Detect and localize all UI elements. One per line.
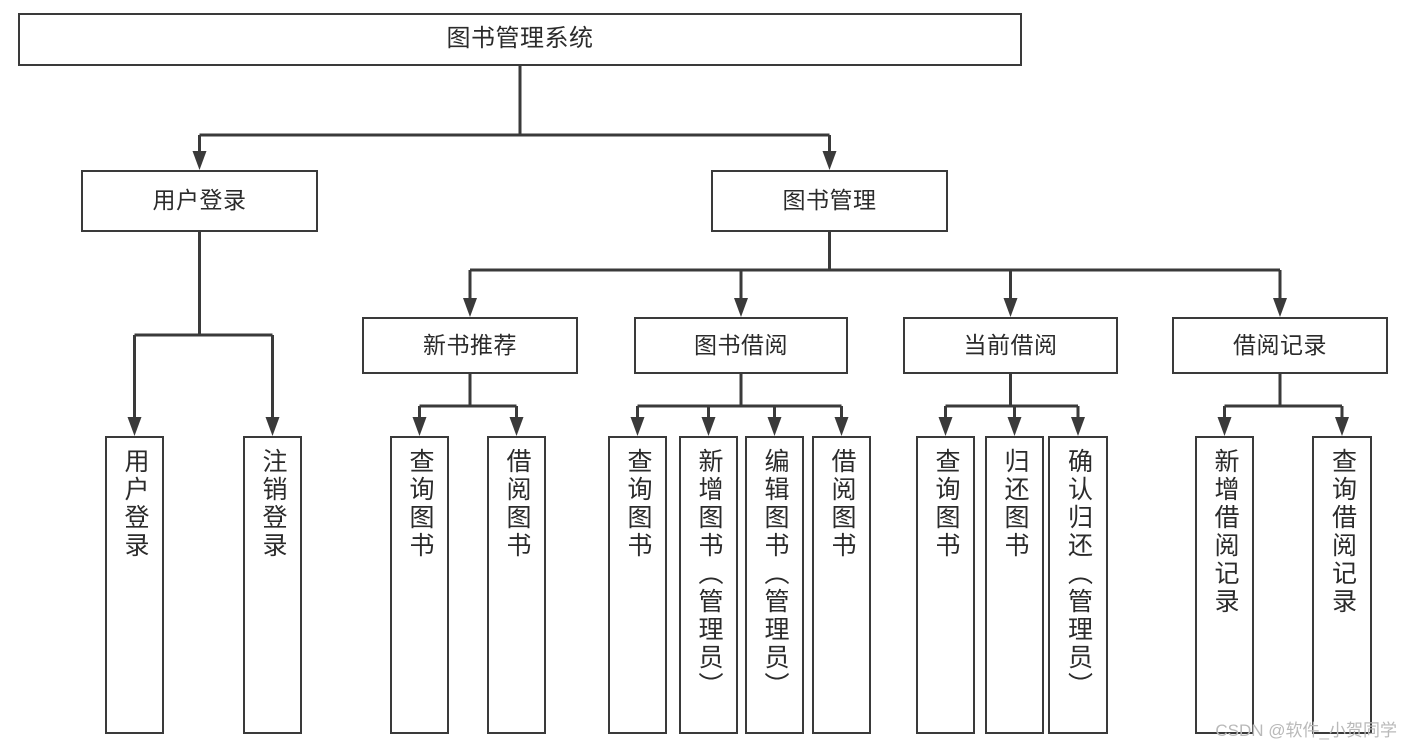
watermark-text: CSDN @软件_小贺同学: [1215, 721, 1397, 740]
node-label: 借阅记录: [1233, 331, 1327, 358]
arrowhead-icon-newbook: [463, 298, 477, 317]
node-label: 用户登录: [121, 448, 149, 560]
node-label: 注销登录: [259, 448, 287, 560]
node-root[interactable]: 图书管理系统: [18, 13, 1022, 66]
node-label: 借阅图书: [828, 448, 856, 560]
node-label: 查询图书: [932, 448, 960, 560]
node-label: 当前借阅: [963, 331, 1058, 358]
arrowhead-icon-l-qbook3: [938, 417, 953, 436]
node-label: 图书管理系统: [446, 25, 594, 53]
node-label: 查询图书: [406, 448, 434, 560]
node-label: 确认归还（管理员）: [1064, 448, 1093, 700]
node-newbook[interactable]: 新书推荐: [362, 317, 578, 374]
node-borrow[interactable]: 图书借阅: [634, 317, 848, 374]
arrowhead-icon-l-bbook2: [834, 417, 849, 436]
node-label: 新书推荐: [423, 331, 517, 358]
node-l-qbook2[interactable]: 查询图书: [608, 436, 667, 734]
node-l-userlogin[interactable]: 用户登录: [105, 436, 164, 734]
arrowhead-icon-current: [1003, 298, 1018, 317]
node-l-bbook1[interactable]: 借阅图书: [487, 436, 546, 734]
node-l-return[interactable]: 归还图书: [985, 436, 1044, 734]
arrowhead-icon-bookmgmt: [822, 151, 837, 170]
node-l-confirm[interactable]: 确认归还（管理员）: [1048, 436, 1108, 734]
node-l-logout[interactable]: 注销登录: [243, 436, 302, 734]
arrowhead-icon-l-addbook: [701, 417, 716, 436]
node-label: 新增图书（管理员）: [695, 448, 723, 700]
arrowhead-icon-l-addrec: [1217, 417, 1232, 436]
arrowhead-icon-l-bbook1: [509, 417, 524, 436]
node-l-qrec[interactable]: 查询借阅记录: [1312, 436, 1372, 734]
node-l-bbook2[interactable]: 借阅图书: [812, 436, 871, 734]
node-login[interactable]: 用户登录: [81, 170, 318, 232]
node-label: 归还图书: [1001, 448, 1029, 560]
arrowhead-icon-login: [192, 151, 207, 170]
node-label: 新增借阅记录: [1211, 448, 1239, 616]
node-current[interactable]: 当前借阅: [903, 317, 1118, 374]
node-records[interactable]: 借阅记录: [1172, 317, 1388, 374]
arrowhead-icon-l-return: [1007, 417, 1022, 436]
node-label: 借阅图书: [503, 448, 531, 560]
node-label: 查询借阅记录: [1328, 448, 1357, 616]
arrowhead-icon-l-editbook: [767, 417, 782, 436]
node-label: 用户登录: [152, 187, 247, 214]
node-label: 查询图书: [624, 448, 652, 560]
node-l-addrec[interactable]: 新增借阅记录: [1195, 436, 1254, 734]
arrowhead-icon-borrow: [734, 298, 748, 317]
node-l-addbook[interactable]: 新增图书（管理员）: [679, 436, 738, 734]
arrowhead-icon-l-logout: [265, 417, 280, 436]
arrowhead-icon-l-confirm: [1071, 417, 1085, 436]
arrowhead-icon-l-qbook1: [412, 417, 427, 436]
arrowhead-icon-records: [1273, 298, 1287, 317]
node-l-editbook[interactable]: 编辑图书（管理员）: [745, 436, 804, 734]
node-label: 图书管理: [782, 187, 877, 214]
arrowhead-icon-l-qrec: [1335, 417, 1349, 436]
node-bookmgmt[interactable]: 图书管理: [711, 170, 948, 232]
node-l-qbook3[interactable]: 查询图书: [916, 436, 975, 734]
arrowhead-icon-l-userlogin: [127, 417, 142, 436]
node-label: 图书借阅: [694, 331, 788, 358]
node-l-qbook1[interactable]: 查询图书: [390, 436, 449, 734]
node-label: 编辑图书（管理员）: [761, 448, 789, 700]
arrowhead-icon-l-qbook2: [630, 417, 645, 436]
